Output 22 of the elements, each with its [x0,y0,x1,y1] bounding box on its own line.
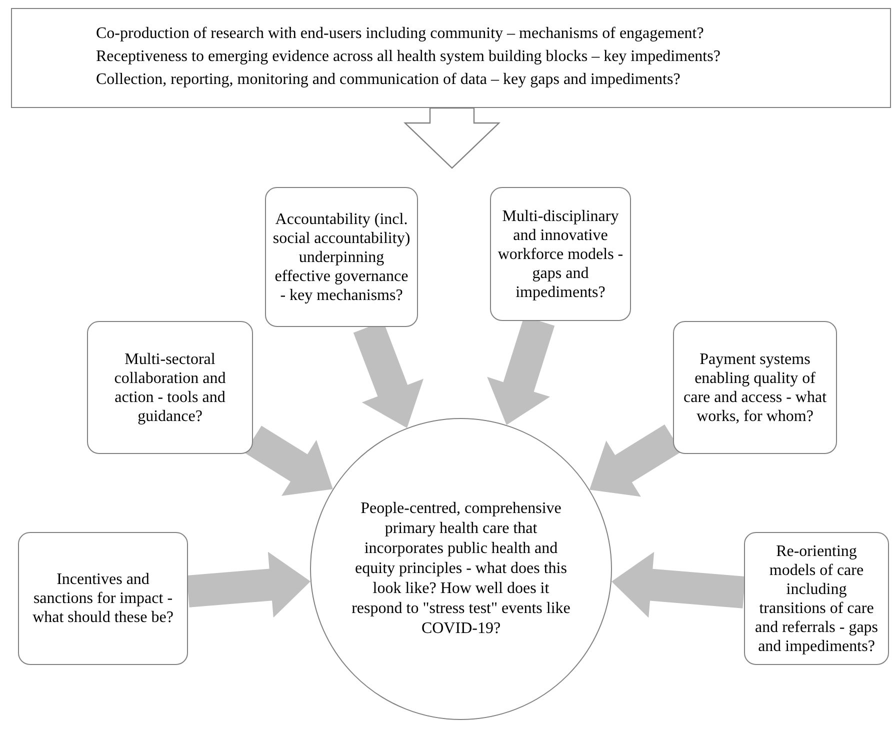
topic-text: Multi-sectoral collaboration and action - tools and guidance? [113,350,227,426]
topic-text: Re-orienting models of care including transitions of care and referrals - gaps and impediments? [754,542,880,656]
topic-box [18,532,188,665]
block-arrow [186,552,310,618]
block-arrow [244,426,333,496]
circle-text: People-centred, comprehensive primary health care that incorporates public health and equity principles - what does this look like? How well does it respond to "stress test" events like COVID-19? [350,499,572,639]
block-arrow [612,552,746,618]
question-text: Receptiveness to emerging evidence across all health system building blocks – key impediments? [96,47,722,67]
question-text: Co-production of research with end-users including community – mechanisms of engagement? [96,24,705,44]
topic-text: Payment systems enabling quality of care and access - what works, for whom? [682,350,828,426]
topic-text: Multi-disciplinary and innovative workforce models - gaps and impediments? [497,206,624,302]
question-box [11,8,891,108]
hollow-arrow [404,107,500,169]
block-arrow [590,424,682,497]
topic-box [490,187,631,321]
topic-box [744,532,889,665]
topic-box [87,321,253,454]
topic-text: Incentives and sanctions for impact - what should these be? [32,570,174,627]
question-text: Collection, reporting, monitoring and communication of data – key gaps and impediments? [96,70,682,90]
topic-box [673,321,837,454]
topic-box [265,187,418,327]
topic-text: Accountability (incl. social accountability) underpinning effective governance - key mechanisms? [272,210,411,304]
